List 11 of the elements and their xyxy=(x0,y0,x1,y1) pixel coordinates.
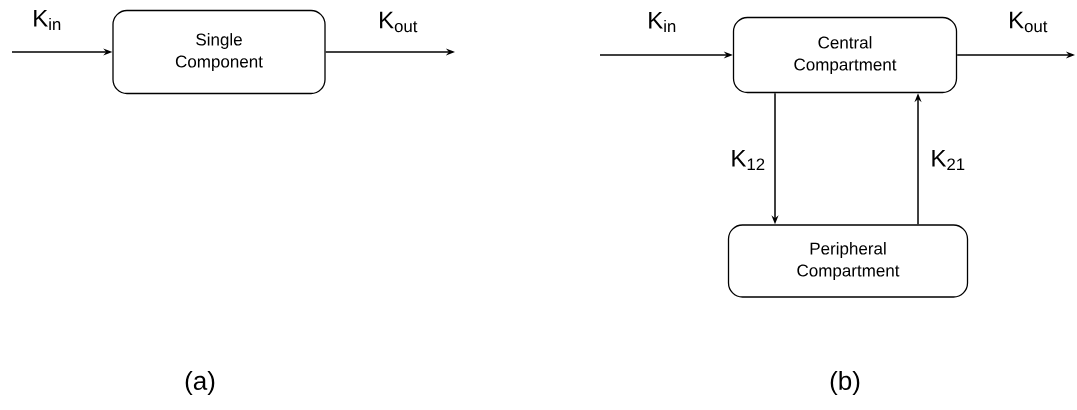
compartment-box: Central Compartment xyxy=(732,16,958,94)
compartment-box: Peripheral Compartment xyxy=(727,224,969,298)
edge-label: K$_{out}$ xyxy=(377,10,419,34)
edge-label: K$_{in}$ xyxy=(31,8,63,32)
panel-label: (a) xyxy=(185,370,215,396)
edge-label: K$_{12}$ xyxy=(729,148,767,172)
edge-label: K$_{in}$ xyxy=(646,10,678,34)
edge-label: K$_{21}$ xyxy=(929,148,967,172)
panel-label: (b) xyxy=(830,370,860,396)
edge-label: K$_{out}$ xyxy=(1007,10,1049,34)
compartment-box: Single Component xyxy=(112,9,326,95)
